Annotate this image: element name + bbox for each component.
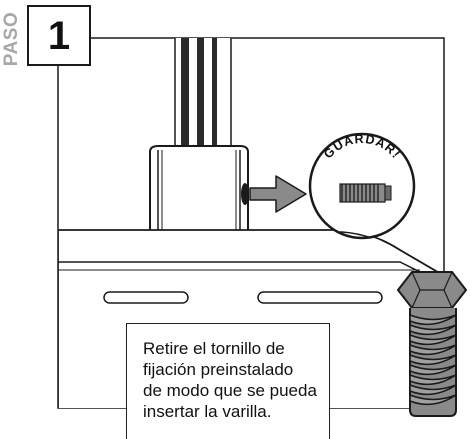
instruction-line: Retire el tornillo de xyxy=(143,339,285,358)
step-number-box: 1 xyxy=(27,5,91,66)
instruction-line: insertar la varilla. xyxy=(143,402,272,421)
instruction-box: Retire el tornillo de fijación preinstal… xyxy=(126,323,330,439)
bolt-hardware xyxy=(396,271,468,417)
instruction-line: fijación preinstalado xyxy=(143,360,294,379)
callout-magnifier: GUARDAR! xyxy=(308,132,416,240)
pole-collar xyxy=(149,145,249,233)
set-screw-hole xyxy=(241,183,249,205)
step-side-label-text: PASO xyxy=(1,11,22,67)
step-number: 1 xyxy=(47,13,71,58)
base-slot-left xyxy=(103,291,189,304)
instruction-line: de modo que se pueda xyxy=(143,381,317,400)
base-slot-right xyxy=(257,291,383,304)
removal-arrow xyxy=(249,175,307,213)
set-screw-icon xyxy=(339,183,392,203)
step-side-label: PASO xyxy=(1,6,23,72)
